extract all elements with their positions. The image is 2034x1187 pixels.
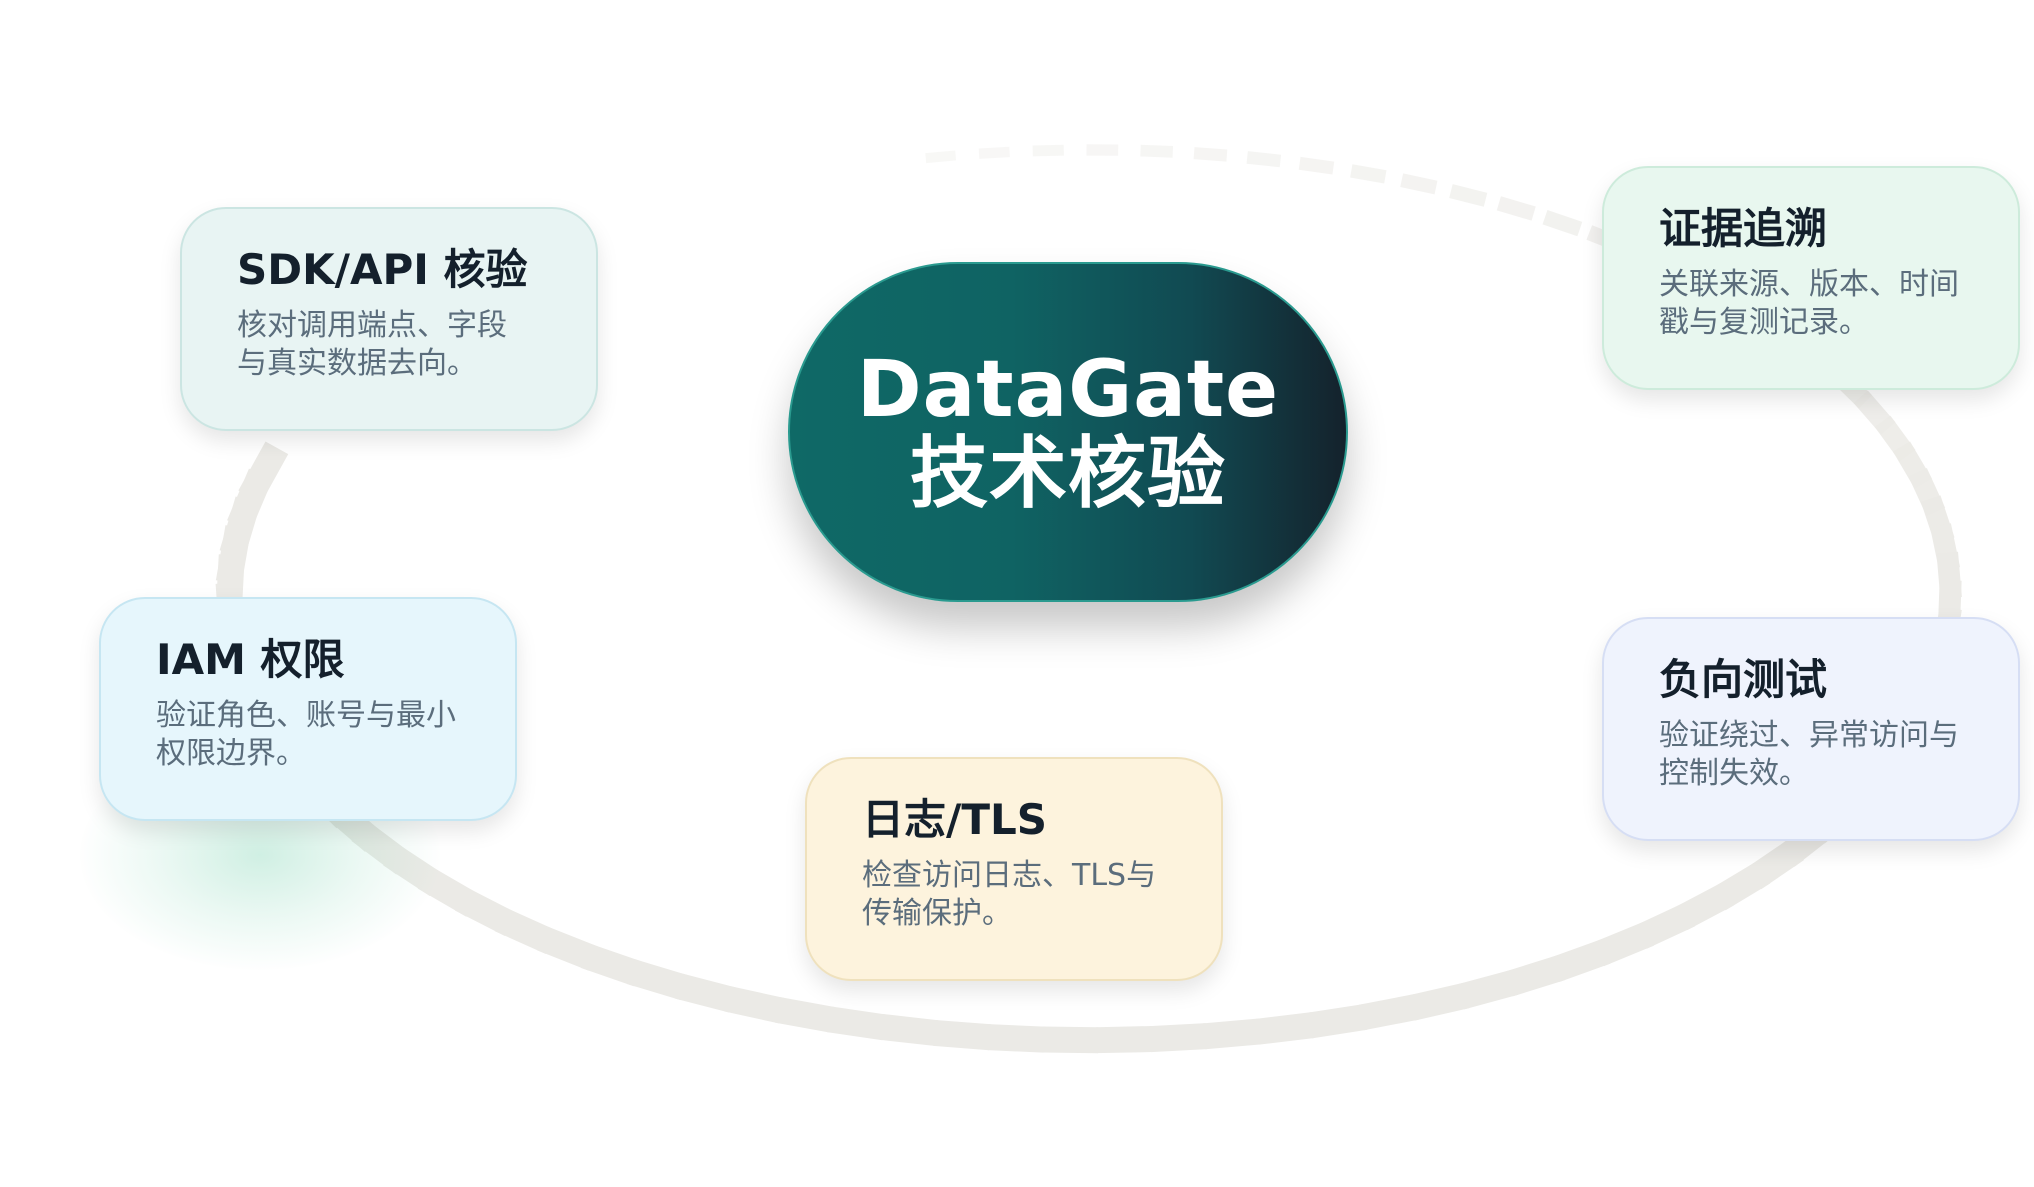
- node-title: 日志/TLS: [862, 795, 1048, 844]
- orbit-dash: [774, 997, 835, 1033]
- node-desc-line2: 戳与复测记录。: [1659, 305, 1869, 340]
- node-desc-line1: 核对调用端点、字段: [237, 308, 507, 343]
- hub-datagate: DataGate 技术核验: [788, 262, 1348, 602]
- hub-title-line2: 技术核验: [909, 429, 1226, 519]
- orbit-dash: [933, 1019, 992, 1051]
- orbit-dash: [1203, 1018, 1262, 1050]
- node-desc-line2: 控制失效。: [1659, 756, 1809, 791]
- orbit-dash: [1042, 1026, 1099, 1054]
- orbit-dash: [674, 973, 736, 1013]
- orbit-dash: [1542, 209, 1583, 237]
- node-desc-line2: 权限边界。: [156, 736, 306, 771]
- orbit-dash: [1457, 969, 1519, 1010]
- orbit-dash: [1594, 921, 1655, 967]
- orbit-dash: [1408, 982, 1470, 1021]
- orbit-dash: [1193, 147, 1228, 162]
- node-iam: IAM 权限 验证角色、账号与最小 权限边界。: [99, 597, 517, 821]
- orbit-dash: [1032, 144, 1064, 157]
- orbit-dash: [987, 1024, 1045, 1053]
- node-title: 负向测试: [1659, 655, 1828, 704]
- orbit-dash: [1149, 1023, 1208, 1053]
- orbit-dash: [626, 959, 689, 1001]
- node-title: 证据追溯: [1659, 204, 1828, 253]
- node-desc-line1: 关联来源、版本、时间: [1659, 267, 1959, 302]
- orbit-dash: [1298, 156, 1335, 175]
- node-desc-line2: 传输保护。: [862, 896, 1012, 931]
- orbit-dash: [1307, 1004, 1368, 1039]
- orbit-dash: [1255, 1012, 1315, 1045]
- orbit-dash: [1350, 164, 1387, 184]
- node-evidence-trace: 证据追溯 关联来源、版本、时间 戳与复测记录。: [1602, 166, 2020, 390]
- orbit-dash: [1246, 151, 1282, 168]
- orbit-dash: [1086, 144, 1119, 156]
- node-desc-line1: 检查访问日志、TLS与: [862, 858, 1157, 893]
- orbit-dash: [978, 146, 1010, 159]
- hub-title-line1: DataGate: [856, 345, 1280, 435]
- orbit-dash: [1400, 173, 1438, 195]
- orbit-dash: [826, 1006, 887, 1041]
- node-title: SDK/API 核验: [237, 245, 528, 294]
- node-negative-test: 负向测试 验证绕过、异常访问与 控制失效。: [1602, 617, 2020, 841]
- orbit-dash: [925, 150, 957, 164]
- node-desc-line1: 验证角色、账号与最小: [156, 698, 456, 733]
- node-desc-line1: 验证绕过、异常访问与: [1659, 718, 1959, 753]
- orbit-dash: [1140, 144, 1174, 158]
- node-desc-line2: 与真实数据去向。: [237, 346, 477, 381]
- orbit-dash: [879, 1013, 939, 1047]
- orbit-dash: [238, 441, 289, 504]
- orbit-dash: [1635, 902, 1696, 949]
- orbit-dash: [1449, 184, 1488, 207]
- orbit-dash: [1504, 955, 1566, 997]
- orbit-dash: [1550, 939, 1611, 982]
- orbit-dash: [1096, 1026, 1153, 1054]
- orbit-dash: [1496, 196, 1536, 221]
- node-log-tls: 日志/TLS 检查访问日志、TLS与 传输保护。: [805, 757, 1223, 981]
- orbit-dash: [580, 943, 643, 987]
- node-sdk-api: SDK/API 核验 核对调用端点、字段 与真实数据去向。: [180, 207, 598, 431]
- node-title: IAM 权限: [156, 635, 345, 684]
- orbit-dash: [724, 985, 785, 1024]
- orbit-dash: [1358, 994, 1419, 1031]
